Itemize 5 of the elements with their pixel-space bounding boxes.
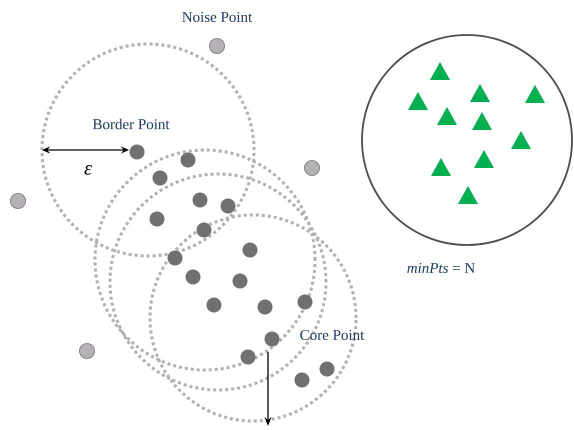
point-label: Noise Point [182, 12, 252, 22]
point-label: Core Point [300, 330, 364, 340]
point-label: Border Point [92, 118, 170, 130]
epsilon-label: ε [84, 165, 92, 175]
parameter-label: minPts = N [407, 262, 475, 274]
